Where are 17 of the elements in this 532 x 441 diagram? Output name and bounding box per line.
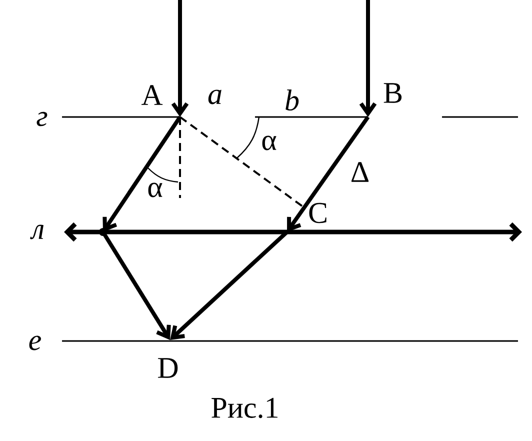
point-label: B [384,83,402,103]
symbol-label: Δ [352,162,369,182]
point-label: C [309,202,326,224]
ray-arrow [171,0,189,117]
symbol-label: г [36,112,48,126]
symbol-label: a [208,90,222,104]
ray-arrow [102,116,182,232]
point-label: D [158,358,178,378]
symbol-label: л [30,224,44,240]
ray-arrow [287,116,370,232]
ray-arrow [359,0,377,117]
symbol-label: α [262,136,276,150]
symbol-label: е [29,336,41,350]
symbol-label: b [286,89,299,111]
point-label: A [141,85,163,105]
caption: Рис.1 [212,398,278,418]
symbol-label: α [148,182,162,198]
